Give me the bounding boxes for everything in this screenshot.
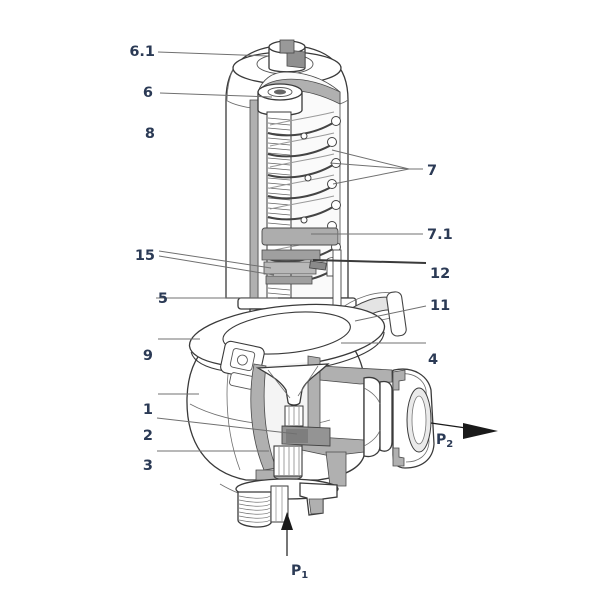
callout-label-8: 8 (145, 126, 155, 142)
callout-label-7: 7 (427, 163, 437, 179)
callout-label-6: 6 (143, 85, 153, 101)
leader-line-7 (332, 168, 410, 185)
callout-label-9: 9 (143, 348, 153, 364)
p2-arrow-shaft (430, 422, 467, 429)
p1-arrow-head (281, 512, 293, 530)
gland-seal-stack (261, 249, 321, 285)
leader-lines (156, 51, 427, 452)
callout-label-1: 1 (143, 402, 153, 418)
leader-line-12 (312, 259, 427, 264)
callout-label-15: 15 (135, 248, 155, 264)
leader-line-6 (159, 92, 273, 98)
callout-label-3: 3 (143, 458, 153, 474)
callout-label-4: 4 (428, 352, 438, 368)
inlet-threaded-collar (237, 491, 272, 528)
outlet-port (363, 368, 435, 469)
callout-label-7.1: 7.1 (427, 227, 453, 243)
adjusting-screw (257, 83, 303, 116)
callout-label-5: 5 (158, 291, 168, 307)
release-pin (309, 260, 327, 271)
p2-arrow-head (463, 423, 498, 439)
p1-label: P1 (291, 563, 308, 581)
valve-disc-cone (255, 363, 330, 427)
callout-label-11: 11 (430, 298, 450, 314)
spring-plate (261, 227, 339, 246)
leader-line-7 (329, 162, 410, 170)
p2-label: P2 (436, 432, 453, 450)
leader-line-6.1 (157, 51, 269, 57)
nozzle (273, 445, 303, 481)
leader-line-15 (158, 250, 272, 269)
callout-label-2: 2 (143, 428, 153, 444)
leader-line-15 (158, 255, 275, 276)
callout-label-12: 12 (430, 266, 450, 282)
flow-markers: P1 P2 (281, 422, 498, 581)
leader-line-2 (156, 417, 298, 435)
spring-coils (267, 111, 341, 284)
top-cap (268, 39, 306, 73)
callout-label-6.1: 6.1 (129, 44, 155, 60)
body-section-interior (250, 355, 393, 487)
leader-line-7 (331, 149, 410, 170)
leader-line-11 (354, 305, 427, 322)
valve-seat (281, 425, 331, 447)
inlet-port (219, 478, 339, 528)
lever-plate (386, 291, 407, 337)
